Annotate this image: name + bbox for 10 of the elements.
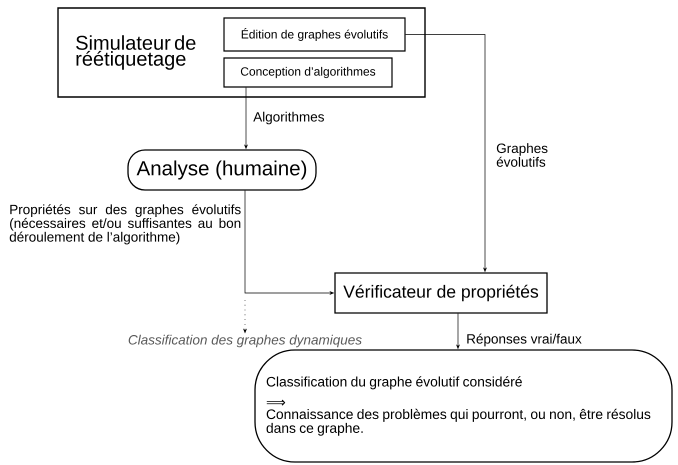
edge-label: Algorithmes xyxy=(253,112,324,124)
italic-note: Classification des graphes dynamiques xyxy=(128,334,362,348)
process-pill: Analyse (humaine) xyxy=(127,149,317,191)
process-box: Vérificateur de propriétés xyxy=(334,272,548,314)
edge-label: Propriétés sur des graphes évolutifs (nécessaires et/ou suffisantes au bon déroulement de l’algorithme) xyxy=(10,204,241,244)
module-box: Conception d’algorithmes xyxy=(223,57,393,88)
result-box: Classification du graphe évolutif considéré ⟹ Connaissance des problèmes qui pourront, ou non, être résolus dans ce graphe. xyxy=(254,349,673,463)
module-box: Édition de graphes évolutifs xyxy=(223,17,406,52)
edge-label: Graphes évolutifs xyxy=(496,143,548,167)
edge-label: Réponses vrai/faux xyxy=(467,334,582,346)
